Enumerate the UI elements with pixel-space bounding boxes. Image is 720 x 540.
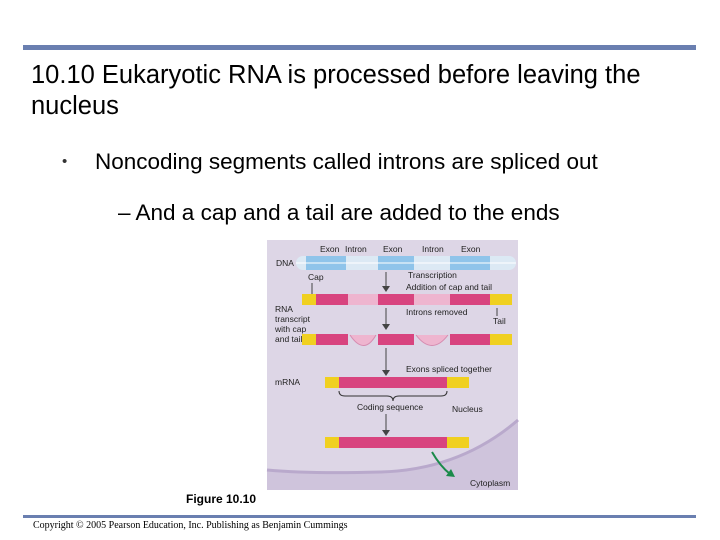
mrna-lower-cap — [325, 437, 339, 448]
exon-label-2: Exon — [383, 244, 403, 254]
rna-intron-1 — [348, 294, 378, 305]
rna-introns-removed — [302, 334, 512, 346]
exon-label-1: Exon — [320, 244, 340, 254]
mrna-tail — [447, 377, 469, 388]
removed-row-exon-2 — [378, 334, 414, 345]
mrna-lower-strand — [325, 437, 469, 448]
bottom-rule — [23, 515, 696, 518]
copyright-text: Copyright © 2005 Pearson Education, Inc.… — [33, 520, 348, 531]
removed-row-exon-1 — [316, 334, 348, 345]
rna-transcript-label-4: and tail — [275, 334, 303, 344]
mrna-strand — [325, 377, 469, 388]
figure-label: Figure 10.10 — [186, 492, 256, 506]
rna-transcript-label-3: with cap — [274, 324, 306, 334]
intron-label-1: Intron — [345, 244, 367, 254]
rna-cap — [302, 294, 316, 305]
removed-row-cap — [302, 334, 316, 345]
introns-removed-label: Introns removed — [406, 307, 468, 317]
cap-label: Cap — [308, 272, 324, 282]
coding-sequence-label: Coding sequence — [357, 402, 423, 412]
mrna-lower-coding — [339, 437, 447, 448]
cytoplasm-label: Cytoplasm — [470, 478, 510, 488]
dna-label: DNA — [276, 258, 294, 268]
rna-exon-2 — [378, 294, 414, 305]
mrna-lower-tail — [447, 437, 469, 448]
exon-label-3: Exon — [461, 244, 481, 254]
rna-exon-1 — [316, 294, 348, 305]
mrna-cap — [325, 377, 339, 388]
rna-exon-3 — [450, 294, 490, 305]
dna-strand — [296, 256, 516, 270]
transcription-label: Transcription — [408, 270, 457, 280]
rna-transcript-label-2: transcript — [275, 314, 311, 324]
removed-row-exon-3 — [450, 334, 490, 345]
rna-transcript-label-1: RNA — [275, 304, 293, 314]
rna-transcript — [302, 294, 512, 305]
mrna-label: mRNA — [275, 377, 300, 387]
intron-label-2: Intron — [422, 244, 444, 254]
rna-tail — [490, 294, 512, 305]
tail-label: Tail — [493, 316, 506, 326]
nucleus-label: Nucleus — [452, 404, 483, 414]
mrna-coding-region — [339, 377, 447, 388]
removed-row-tail — [490, 334, 512, 345]
cap-tail-addition-label: Addition of cap and tail — [406, 282, 492, 292]
exons-spliced-label: Exons spliced together — [406, 364, 492, 374]
rna-intron-2 — [414, 294, 450, 305]
